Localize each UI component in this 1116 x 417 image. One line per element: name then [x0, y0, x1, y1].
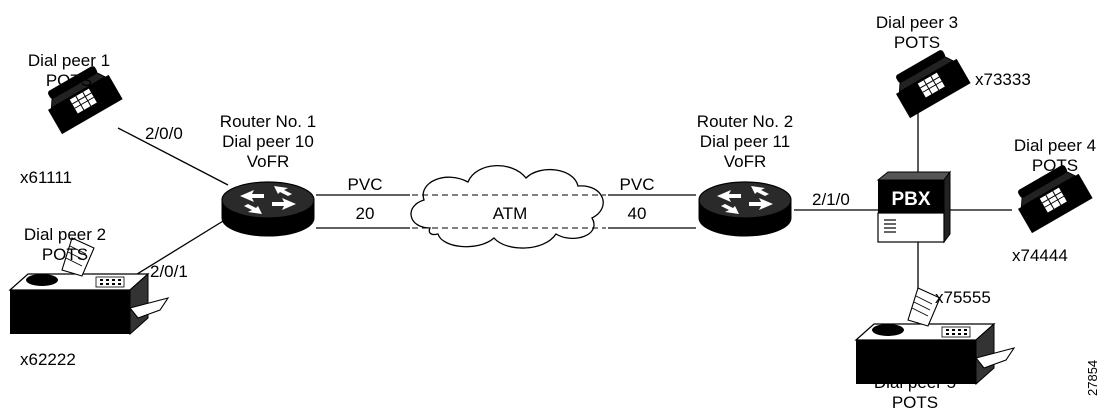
dial-peer-4-label: Dial peer 4 POTS [1000, 136, 1110, 176]
pvc-right-number: 40 [627, 204, 647, 223]
pvc-left-number: 20 [355, 204, 375, 223]
atm-label: ATM [492, 204, 528, 223]
pbx-label: PBX [891, 189, 930, 210]
dial-peer-3-label: Dial peer 3 POTS [862, 13, 972, 53]
dial-peer-1-type: POTS [45, 71, 93, 90]
pvc-right-label: PVC [619, 175, 655, 194]
fax-2-icon [8, 237, 170, 336]
port-2-1-0: 2/1/0 [812, 190, 850, 209]
dial-peer-1-extension: x61111 [20, 168, 72, 187]
router-1-label: Router No. 1 Dial peer 10 VoFR [203, 112, 333, 172]
phone-4-icon [1017, 165, 1093, 234]
router-1-icon [221, 181, 315, 237]
dial-peer-4-extension: x74444 [1012, 246, 1068, 265]
port-2-0-0: 2/0/0 [145, 124, 183, 143]
dial-peer-3-type: POTS [893, 33, 941, 52]
dial-peer-5-title: Dial peer 5 [873, 373, 957, 392]
dial-peer-2-extension: x62222 [20, 350, 76, 369]
dial-peer-5-extension: x75555 [935, 288, 991, 307]
dial-peer-3-extension: x73333 [975, 70, 1031, 89]
phone-3-icon [896, 50, 971, 119]
router-1-protocol: VoFR [246, 152, 290, 171]
router-1-dial-peer: Dial peer 10 [222, 132, 314, 151]
atm-cloud [410, 165, 606, 249]
router-2-dial-peer: Dial peer 11 [699, 132, 791, 151]
dial-peer-2-title: Dial peer 2 [23, 225, 107, 244]
router-2-icon [698, 181, 792, 237]
dial-peer-2-label: Dial peer 2 POTS [10, 225, 120, 265]
port-2-0-1: 2/0/1 [150, 262, 188, 281]
link-dp1-router1 [117, 127, 229, 186]
fax-5-icon [854, 287, 1016, 386]
dial-peer-5-type: POTS [891, 393, 939, 412]
router-1-name: Router No. 1 [219, 112, 317, 131]
dial-peer-1-title: Dial peer 1 [27, 51, 111, 70]
dial-peer-3-title: Dial peer 3 [875, 13, 959, 32]
dial-peer-5-label: Dial peer 5 POTS [855, 373, 975, 413]
router-2-protocol: VoFR [723, 152, 767, 171]
phone-1-icon [47, 66, 123, 135]
pbx-icon: PBX [876, 170, 951, 244]
dial-peer-4-title: Dial peer 4 [1013, 136, 1097, 155]
dial-peer-1-label: Dial peer 1 POTS [14, 51, 124, 91]
dial-peer-4-type: POTS [1031, 156, 1079, 175]
figure-id: 27854 [1085, 359, 1100, 396]
router-2-name: Router No. 2 [696, 112, 794, 131]
dial-peer-2-type: POTS [41, 245, 89, 264]
router-2-label: Router No. 2 Dial peer 11 VoFR [680, 112, 810, 172]
pvc-left-label: PVC [347, 175, 383, 194]
